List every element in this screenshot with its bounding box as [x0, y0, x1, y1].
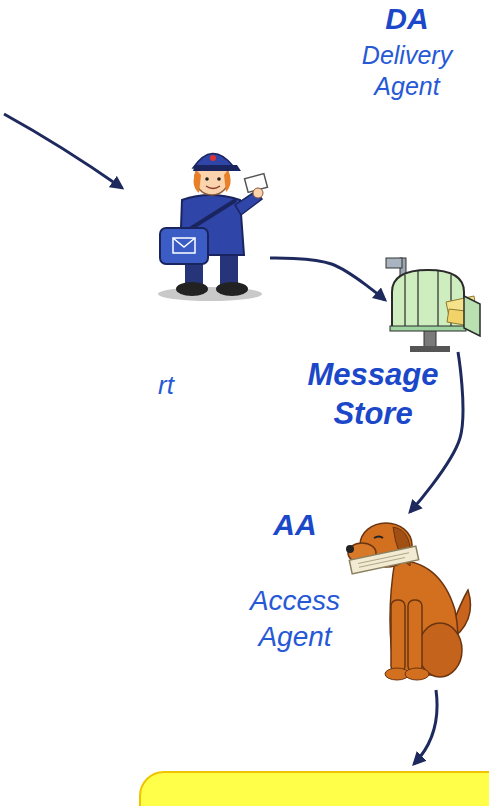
flag [386, 258, 402, 268]
shoe [176, 282, 208, 296]
mailbox-door [464, 296, 480, 336]
cut-off-label: rt [146, 370, 186, 401]
front-leg [408, 600, 422, 672]
cap-visor [193, 165, 241, 171]
message-store: Message Store [385, 255, 482, 352]
eye [205, 177, 209, 181]
envelope-icon [173, 238, 195, 253]
agent-name: Access Agent [225, 583, 365, 656]
yellow-panel [140, 772, 489, 806]
mailman-figure [158, 153, 267, 301]
paw [405, 668, 429, 680]
agent-abbrev: DA [342, 2, 472, 37]
post-base [410, 346, 450, 352]
mail-bag [160, 228, 208, 264]
connectors [270, 258, 463, 512]
eye [374, 537, 383, 539]
flow-arrow [270, 258, 385, 300]
hair [194, 170, 201, 193]
access-agent: AAAccess Agent [345, 512, 470, 682]
hand [253, 188, 263, 198]
delivery-agent: DADelivery Agent [140, 140, 270, 300]
mailbox-ribs [405, 271, 451, 328]
incoming-arrow [4, 114, 122, 188]
store-name: Message Store [298, 356, 448, 434]
envelope-icon [173, 238, 195, 247]
newspaper-lines [358, 553, 410, 568]
newspaper [349, 546, 418, 574]
mouth [206, 186, 220, 189]
mailbox-figure [386, 258, 480, 352]
agent-abbrev: AA [235, 508, 355, 543]
shoe [216, 282, 248, 296]
dog-figure [346, 523, 471, 680]
agent-name: Delivery Agent [342, 40, 472, 103]
cap-badge [210, 155, 216, 161]
outgoing-arrow [414, 690, 437, 764]
eye [217, 177, 221, 181]
hair [224, 170, 231, 192]
front-leg [391, 600, 405, 672]
nose [346, 545, 354, 553]
mailbox-rim [390, 326, 466, 331]
